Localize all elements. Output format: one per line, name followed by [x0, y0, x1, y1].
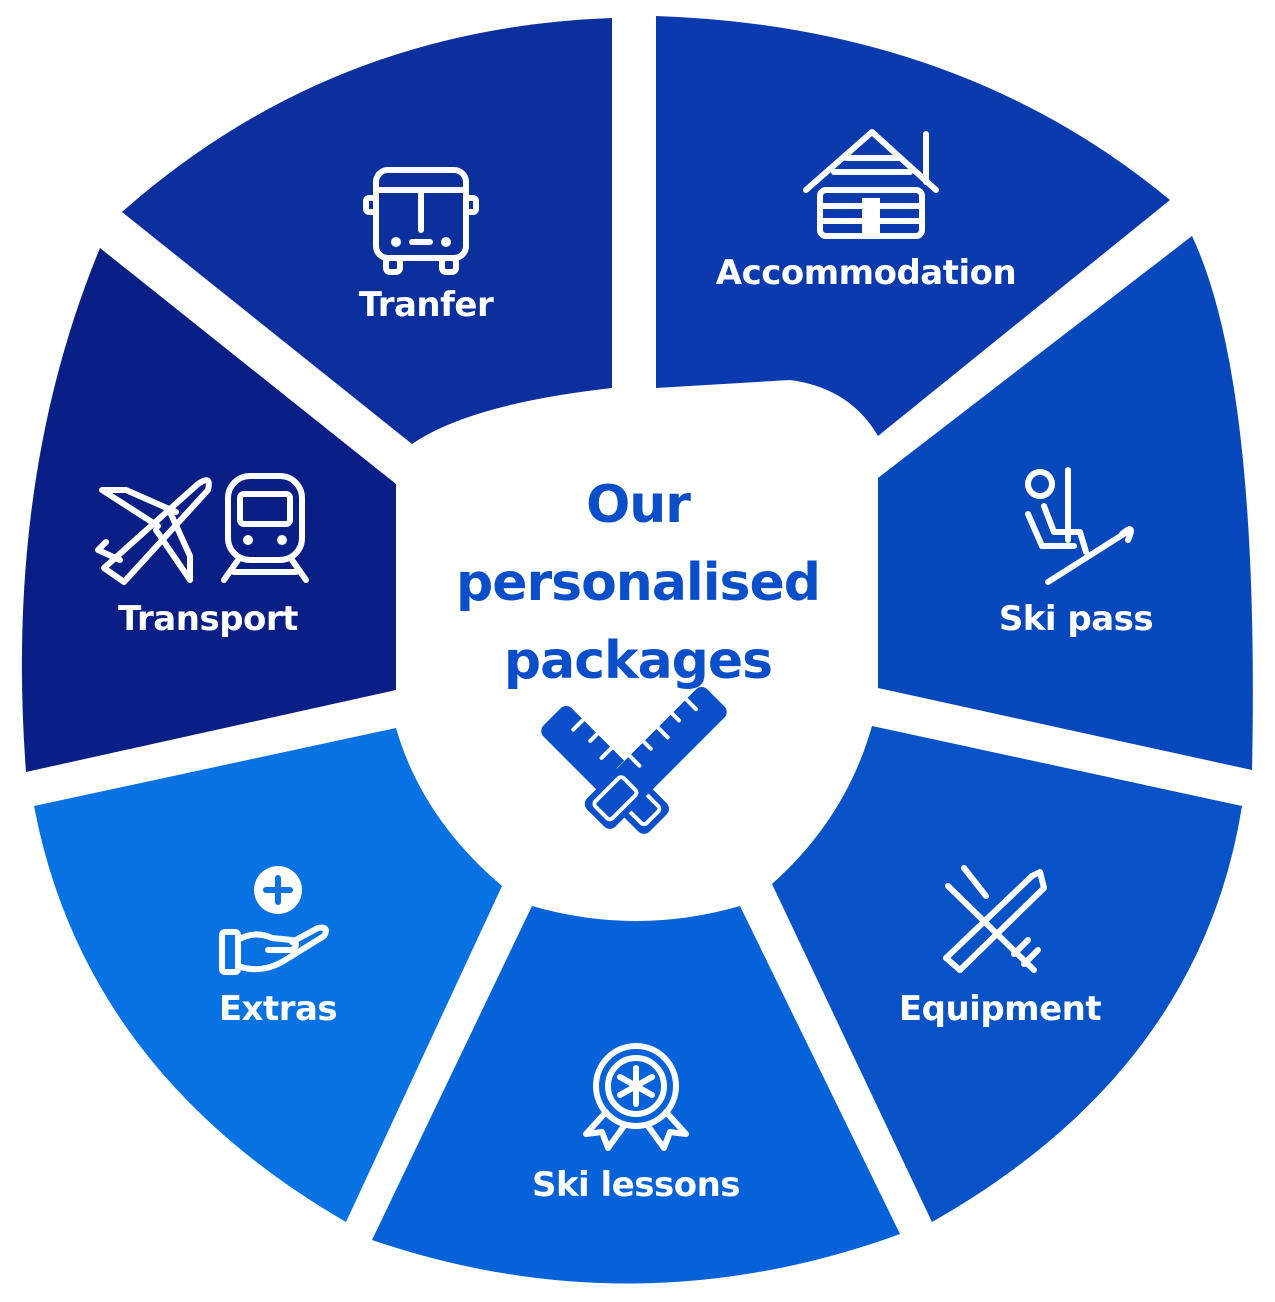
segment-extras-shape	[34, 728, 502, 1222]
snowflake-medal-icon	[583, 1043, 689, 1151]
skis-icon	[943, 865, 1047, 973]
bus-icon	[363, 167, 479, 275]
train-icon	[221, 473, 309, 583]
segment-transport[interactable]: Transport	[21, 248, 396, 772]
segment-equipment-shape	[772, 726, 1242, 1222]
segment-label-ski-pass: Ski pass	[999, 599, 1153, 639]
chairlift-icon	[1025, 467, 1134, 585]
hand-plus-icon	[219, 866, 329, 975]
chalet-icon	[803, 129, 939, 239]
segment-label-accommodation: Accommodation	[716, 253, 1016, 293]
segment-transport-shape	[21, 248, 396, 772]
segment-ski-lessons[interactable]: Ski lessons	[372, 906, 900, 1284]
segment-tranfer-shape	[122, 18, 612, 444]
center-title-line-2: personalised	[456, 553, 820, 613]
plane-icon	[95, 477, 212, 585]
segment-label-tranfer: Tranfer	[359, 285, 494, 325]
segment-accommodation-shape	[656, 16, 1170, 436]
crossed-rulers-icon	[541, 687, 727, 834]
center-title-line-1: Our	[586, 475, 691, 535]
segment-tranfer[interactable]: Tranfer	[122, 18, 612, 444]
segment-label-transport: Transport	[118, 599, 298, 639]
plane-train-icon	[95, 473, 309, 585]
center-title: Our personalised packages	[456, 475, 821, 691]
segment-extras[interactable]: Extras	[34, 728, 502, 1222]
center-title-line-3: packages	[504, 631, 772, 691]
segment-label-ski-lessons: Ski lessons	[532, 1165, 740, 1205]
segment-accommodation[interactable]: Accommodation	[656, 16, 1170, 436]
segment-label-extras: Extras	[219, 989, 337, 1029]
segment-ski-pass[interactable]: Ski pass	[878, 236, 1253, 770]
segment-equipment[interactable]: Equipment	[772, 726, 1242, 1222]
segment-label-equipment: Equipment	[899, 989, 1101, 1029]
